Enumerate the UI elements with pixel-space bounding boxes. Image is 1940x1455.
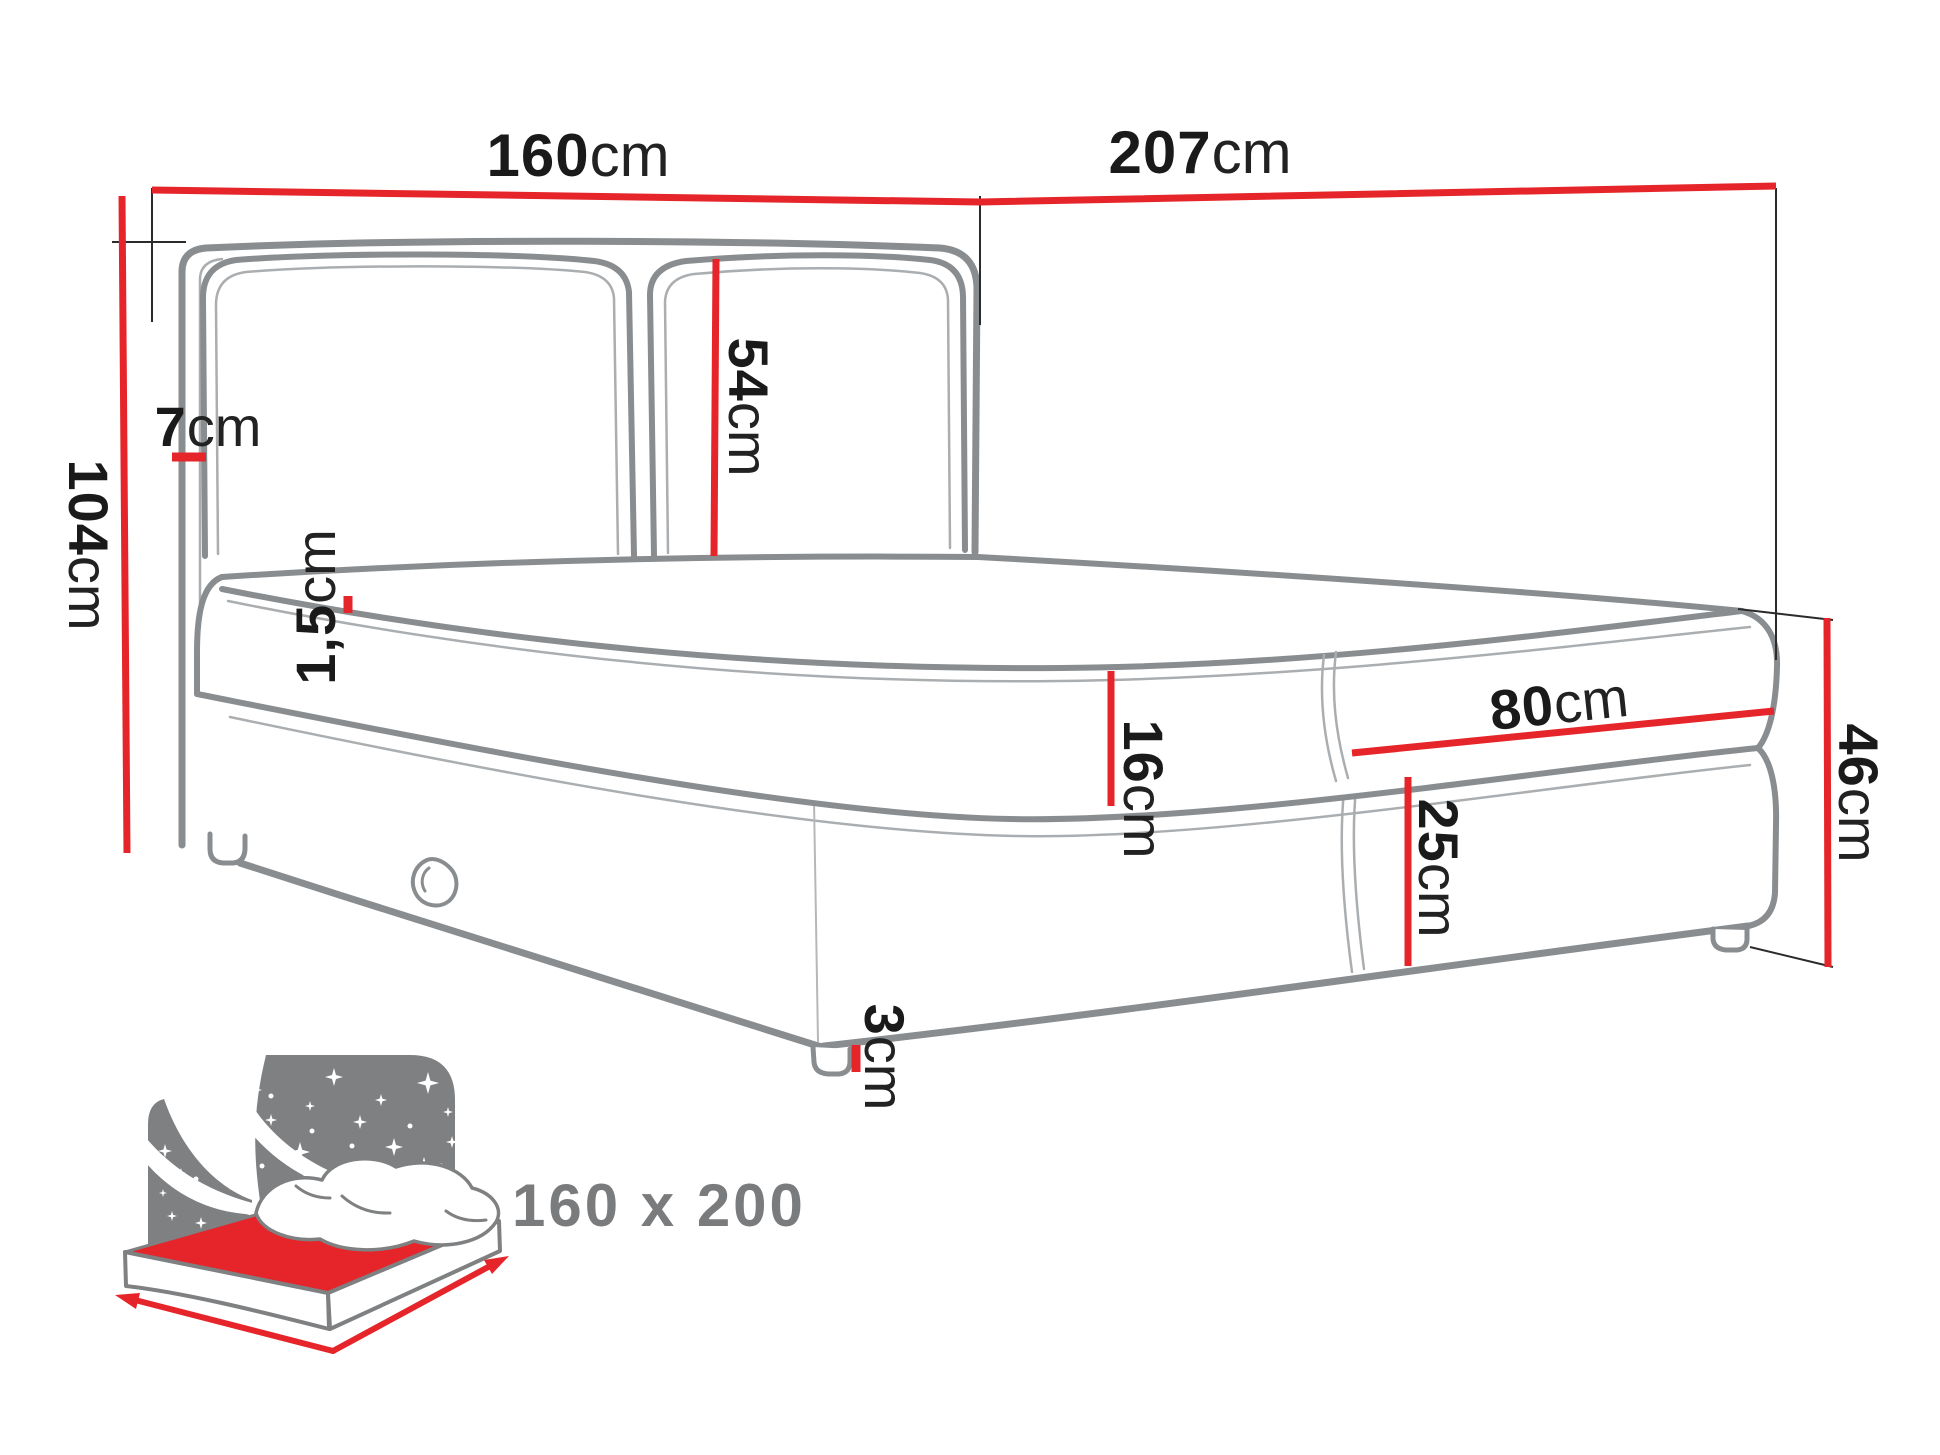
base-bottom-edge	[236, 859, 1752, 1050]
dim-label-leg-height: 3cm	[853, 1003, 916, 1111]
star-icon	[375, 1094, 387, 1106]
star-icon	[443, 1107, 453, 1117]
mattress	[194, 553, 1781, 823]
icon-mattress-left-face	[123, 1250, 331, 1331]
base-face	[197, 694, 1777, 1047]
headboard-cushion-right-piping	[663, 267, 952, 555]
handle-fold	[420, 866, 431, 893]
icon-arrow-length-head	[484, 1256, 509, 1274]
star-icon	[290, 1142, 310, 1162]
mattress-right-bulge	[1739, 608, 1781, 751]
icon-duvet	[254, 1157, 501, 1252]
leg-rear-left	[207, 831, 248, 866]
headboard	[178, 237, 981, 849]
dim-line-80	[1351, 707, 1775, 757]
dim-label-storage-section: 80cm	[1486, 664, 1632, 743]
dim-label-headboard-frame: 7cm	[154, 395, 262, 458]
headboard-frame-inner-line	[198, 257, 224, 692]
icon-arrow-width	[132, 1297, 336, 1354]
dim-label-headboard-panel: 54cm	[717, 337, 780, 477]
mattress-bottom-seam	[194, 691, 1761, 823]
mattress-vertical-seam	[1320, 650, 1350, 783]
star-icon	[167, 1211, 177, 1221]
icon-panel-left	[148, 1099, 252, 1253]
dim-label-total-height: 104cm	[57, 459, 120, 631]
icon-arrows	[115, 1256, 509, 1354]
handle	[410, 857, 459, 908]
star-dot-icon	[259, 1163, 265, 1169]
icon-arrow-length	[330, 1263, 493, 1354]
star-icon	[353, 1115, 367, 1129]
star-icon	[158, 1144, 172, 1158]
star-icon	[246, 1208, 258, 1220]
star-icon	[211, 1121, 221, 1131]
leg-rear-right	[1710, 926, 1750, 953]
star-icon	[195, 1217, 207, 1229]
dimension-lines	[118, 182, 1832, 1072]
star-icon	[242, 1080, 262, 1100]
star-icon	[305, 1101, 315, 1111]
star-dot-icon	[223, 1146, 229, 1152]
star-icon	[325, 1068, 343, 1086]
icon-moon-swoosh-big	[209, 1055, 438, 1200]
dim-line-54	[710, 258, 720, 557]
star-icon	[239, 1132, 255, 1148]
icon-duvet-folds	[294, 1184, 488, 1223]
base-top-piping	[228, 715, 1752, 838]
star-dot-icon	[407, 1123, 413, 1129]
star-icon	[223, 1176, 237, 1190]
bed-base	[197, 694, 1780, 1050]
star-icon	[446, 1136, 458, 1148]
star-icon	[222, 1202, 232, 1212]
dim-label-mattress-height: 16cm	[1112, 719, 1175, 859]
base-right-edge	[1745, 745, 1780, 929]
star-icon	[176, 1168, 186, 1178]
dim-line-46	[1823, 617, 1832, 968]
leg-front-left	[810, 1044, 853, 1077]
star-icon	[385, 1138, 403, 1156]
icon-arrow-width-head	[115, 1293, 140, 1309]
star-icon	[159, 1189, 167, 1197]
mattress-face	[196, 556, 1779, 820]
dim-label-bed-length: 207cm	[1108, 119, 1292, 186]
size-label: 160 x 200	[512, 1172, 806, 1239]
extension-lines	[112, 188, 1834, 968]
headboard-cushion-left	[199, 251, 637, 559]
star-icon	[265, 1114, 277, 1126]
star-dot-icon	[268, 1093, 274, 1099]
dim-label-headboard-width: 160cm	[486, 122, 670, 189]
star-icon	[200, 1187, 212, 1199]
mattress-left-tip	[194, 574, 225, 697]
star-dot-icon	[349, 1143, 355, 1149]
mattress-back-edge	[219, 553, 1745, 614]
headboard-frame	[178, 237, 981, 849]
base-corner-crease	[813, 799, 819, 1043]
mattress-front-edge	[219, 586, 1745, 672]
dim-label-foot-height: 46cm	[1827, 723, 1890, 863]
dim-line-104	[118, 195, 131, 854]
headboard-cushion-right	[647, 252, 968, 559]
dim-label-topper: 1,5cm	[284, 529, 347, 685]
base-vertical-seam	[1340, 787, 1366, 974]
star-dot-icon	[309, 1128, 315, 1134]
bed-size-icon	[112, 1055, 509, 1354]
bed-legs	[207, 831, 1750, 1077]
dim-label-base-height: 25cm	[1407, 798, 1470, 938]
dim-line-top	[151, 182, 1777, 206]
star-icon	[417, 1072, 439, 1094]
headboard-cushion-left-piping	[214, 265, 620, 556]
star-dot-icon	[193, 1176, 199, 1182]
mattress-piping	[226, 599, 1752, 683]
